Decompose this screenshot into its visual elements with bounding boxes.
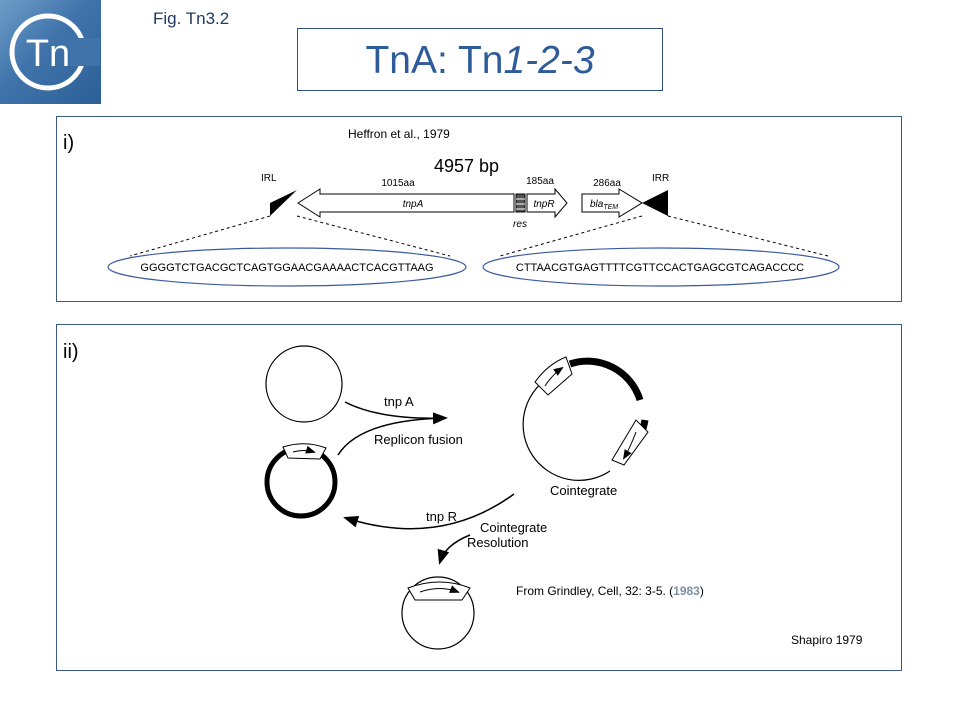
replicon-fusion-label: Replicon fusion: [374, 432, 463, 447]
irl-sequence: GGGGTCTGACGCTCAGTGGAACGAAAACTCACGTTAAG: [140, 262, 433, 274]
tn3-map: IRL tnpA 1015aa res tnpR 185aa blaTEM 28…: [107, 173, 840, 287]
transposon-size: 4957 bp: [434, 156, 500, 176]
irr-label: IRR: [652, 173, 669, 184]
irr-triangle: [642, 190, 668, 216]
citation-year: 1983: [673, 584, 700, 598]
tnpA-step-label: tnp A: [384, 394, 414, 409]
tnpR-label: tnpR: [533, 199, 554, 210]
tnpR-step-label: tnp R: [426, 509, 457, 524]
res-site: [515, 193, 526, 213]
bla-aa-label: 286aa: [593, 178, 621, 189]
irl-sequence-ellipse: [107, 247, 467, 287]
tnpR-aa-label: 185aa: [526, 176, 554, 187]
tnpA-aa-label: 1015aa: [381, 178, 415, 189]
figure-label: Fig. Tn3.2: [153, 9, 230, 28]
cointegrate-transposon-1: [534, 356, 573, 396]
cointegrate-thin-arc: [522, 377, 611, 481]
reference-heffron: Heffron et al., 1979: [348, 127, 450, 141]
logo-graphic: Tn: [9, 13, 100, 91]
logo-ring-gap: [70, 38, 100, 66]
cointegrate-thick-arc-1: [568, 357, 644, 402]
res-label: res: [513, 219, 527, 230]
irr-sequence: CTTAACGTGAGTTTTCGTTCCACTGAGCGTCAGACCCC: [516, 262, 804, 274]
logo: Tn: [0, 0, 101, 104]
cointegrate-transposon-2: [611, 419, 649, 466]
bla-label: blaTEM: [590, 199, 618, 211]
resolution-label-line2: Resolution: [467, 535, 528, 550]
panel-i: [56, 116, 902, 302]
resolution-label-line1: Cointegrate: [480, 520, 547, 535]
panel-ii-label: ii): [63, 341, 79, 363]
title-italic: 1-2-3: [503, 39, 595, 82]
tnpR-arrow: [526, 187, 568, 219]
tnpA-arrow: [297, 188, 515, 218]
resolution-arrow-left: [343, 493, 515, 530]
panel-ii: [56, 324, 902, 671]
fusion-arrow-bottom: [337, 417, 446, 456]
cointegrate-label: Cointegrate: [550, 483, 617, 498]
product-replicon: [401, 576, 475, 650]
panel-i-label: i): [63, 132, 75, 154]
page-title: TnA: Tn1-2-3: [297, 28, 663, 91]
citation-grindley: From Grindley, Cell, 32: 3-5. (1983): [516, 584, 704, 598]
transposition-diagram: tnp A Replicon fusion Cointegrate tnp R …: [264, 345, 649, 650]
irl-triangle: [270, 190, 297, 216]
product-transposon-segment: [407, 581, 471, 601]
resolution-arrow-down: [437, 534, 471, 565]
logo-text: Tn: [26, 33, 70, 75]
citation-shapiro: Shapiro 1979: [791, 633, 863, 647]
tnpA-label: tnpA: [403, 199, 424, 210]
irl-label: IRL: [261, 173, 277, 184]
donor-transposon-segment: [282, 443, 327, 460]
target-replicon: [265, 345, 343, 423]
irr-sequence-ellipse: [482, 247, 840, 287]
bla-arrow: [581, 188, 643, 218]
title-plain: TnA: Tn: [365, 39, 504, 82]
